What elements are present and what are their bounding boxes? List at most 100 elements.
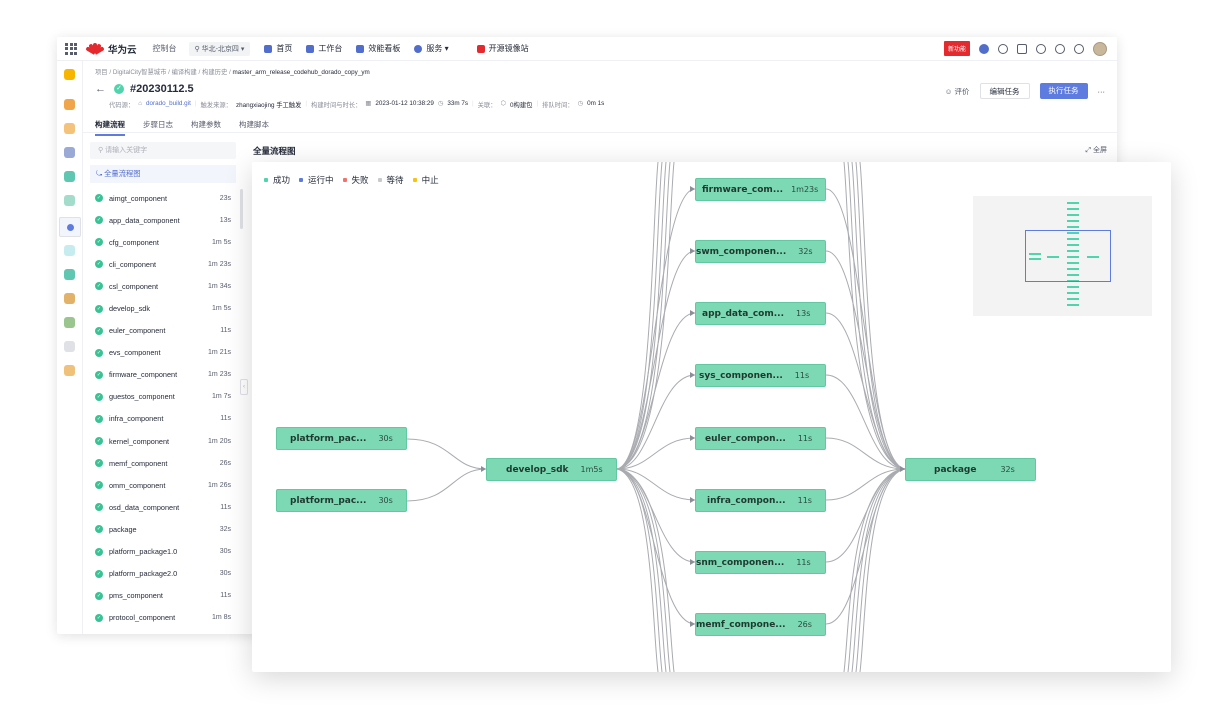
back-arrow-icon[interactable]: ← [95,83,106,95]
node-app-data[interactable]: app_data_com...13s [695,302,826,325]
code-icon[interactable] [64,123,75,134]
edge-offscreen-to-package [843,162,906,470]
node-euler[interactable]: euler_compon...11s [695,427,826,450]
wiki-icon[interactable] [64,317,75,328]
component-duration: 30s [219,570,231,578]
more-icon[interactable]: ··· [1097,86,1106,96]
project-icon[interactable] [64,69,75,80]
message-icon[interactable] [1017,43,1027,54]
success-check-icon: ✓ [95,392,103,401]
nav-services[interactable]: 服务 ▾ [414,43,449,54]
nav-dashboard[interactable]: 效能看板 [356,43,400,54]
region-selector[interactable]: ⚲ 华北-北京四 ▾ [188,41,251,56]
full-flow-item[interactable]: ⤿ 全量流程图 [90,165,236,183]
node-time: 11s [796,558,811,567]
release-icon[interactable] [64,293,75,304]
apps-grid-icon[interactable] [65,42,79,56]
search-input[interactable]: ⚲ 请输入关键字 [90,142,236,159]
link-value[interactable]: 0构建包 [510,102,533,109]
node-platform-package-1[interactable]: platform_pac...30s [276,427,407,450]
node-platform-package-2[interactable]: platform_pac...30s [276,489,407,512]
brand-name[interactable]: 华为云 [108,44,137,56]
tab-build-params[interactable]: 构建参数 [191,120,221,129]
node-name: package [934,464,977,475]
tab-step-log[interactable]: 步骤日志 [143,120,173,129]
edge-platform-to-sdk [406,468,487,502]
deploy-icon[interactable] [64,245,75,256]
collapse-handle[interactable]: ‹ [240,379,248,395]
build-icon[interactable] [59,217,81,237]
node-swm[interactable]: swm_componen...32s [695,240,826,263]
add-icon[interactable] [979,43,989,54]
minimap-node [1029,253,1041,255]
nav-mirror[interactable]: 开源镜像站 [476,43,529,54]
edit-task-button[interactable]: 编辑任务 [979,83,1030,99]
edge-arrow [690,559,695,565]
execute-task-button[interactable]: 执行任务 [1039,83,1088,99]
dashboard-icon [356,44,365,53]
test-icon[interactable] [64,269,75,280]
check-icon[interactable] [1055,43,1065,54]
component-duration: 11s [220,503,231,511]
console-link[interactable]: 控制台 [152,44,177,53]
nav-workbench[interactable]: 工作台 [306,43,342,54]
trigger-label: 触发来源： [200,102,232,109]
repo-link[interactable]: dorado_build.git [146,100,191,107]
flow-graph-canvas[interactable]: 成功运行中失败等待中止 platform_pac...30s platform_… [252,162,1171,672]
list-scrollbar[interactable] [240,189,243,229]
node-sys[interactable]: sys_componen...11s [695,364,826,387]
edge-arrow [900,466,905,472]
help-icon[interactable] [1074,43,1084,54]
node-snm[interactable]: snm_componen...11s [695,551,826,574]
new-feature-badge[interactable]: 新功能 [943,41,970,56]
breadcrumb-path[interactable]: 项目 / DigitalCity智慧城市 / 编译构建 / 构建历史 / [95,69,233,76]
fullscreen-button[interactable]: ⤢ 全屏 [1085,145,1107,155]
more-services-icon[interactable] [64,365,75,376]
settings-icon[interactable] [64,341,75,352]
artifact-icon[interactable] [64,195,75,206]
minimap-node [1067,304,1079,306]
tab-build-flow[interactable]: 构建流程 [95,119,125,136]
check-code-icon[interactable] [64,147,75,158]
graph-minimap[interactable] [973,196,1152,316]
legend-label: 成功 [273,175,291,185]
minimap-node [1067,298,1079,300]
node-memf[interactable]: memf_compone...26s [695,613,826,636]
node-firmware[interactable]: firmware_com...1m23s [695,178,826,201]
search-icon[interactable] [998,43,1008,54]
avatar[interactable] [1093,41,1107,56]
work-item-icon[interactable] [64,99,75,110]
edge-sdk-to-component [616,468,696,501]
nav-services-label: 服务 [426,44,443,53]
node-infra[interactable]: infra_compon...11s [695,489,826,512]
minimap-viewport[interactable] [1025,230,1111,282]
edge-sdk-offscreen-down [616,468,671,672]
rate-button[interactable]: ☺ 评价 [944,86,970,96]
pipeline-icon[interactable] [64,171,75,182]
tab-build-script[interactable]: 构建脚本 [239,120,269,129]
nav-home[interactable]: 首页 [264,43,292,54]
bell-icon[interactable] [1036,43,1046,54]
